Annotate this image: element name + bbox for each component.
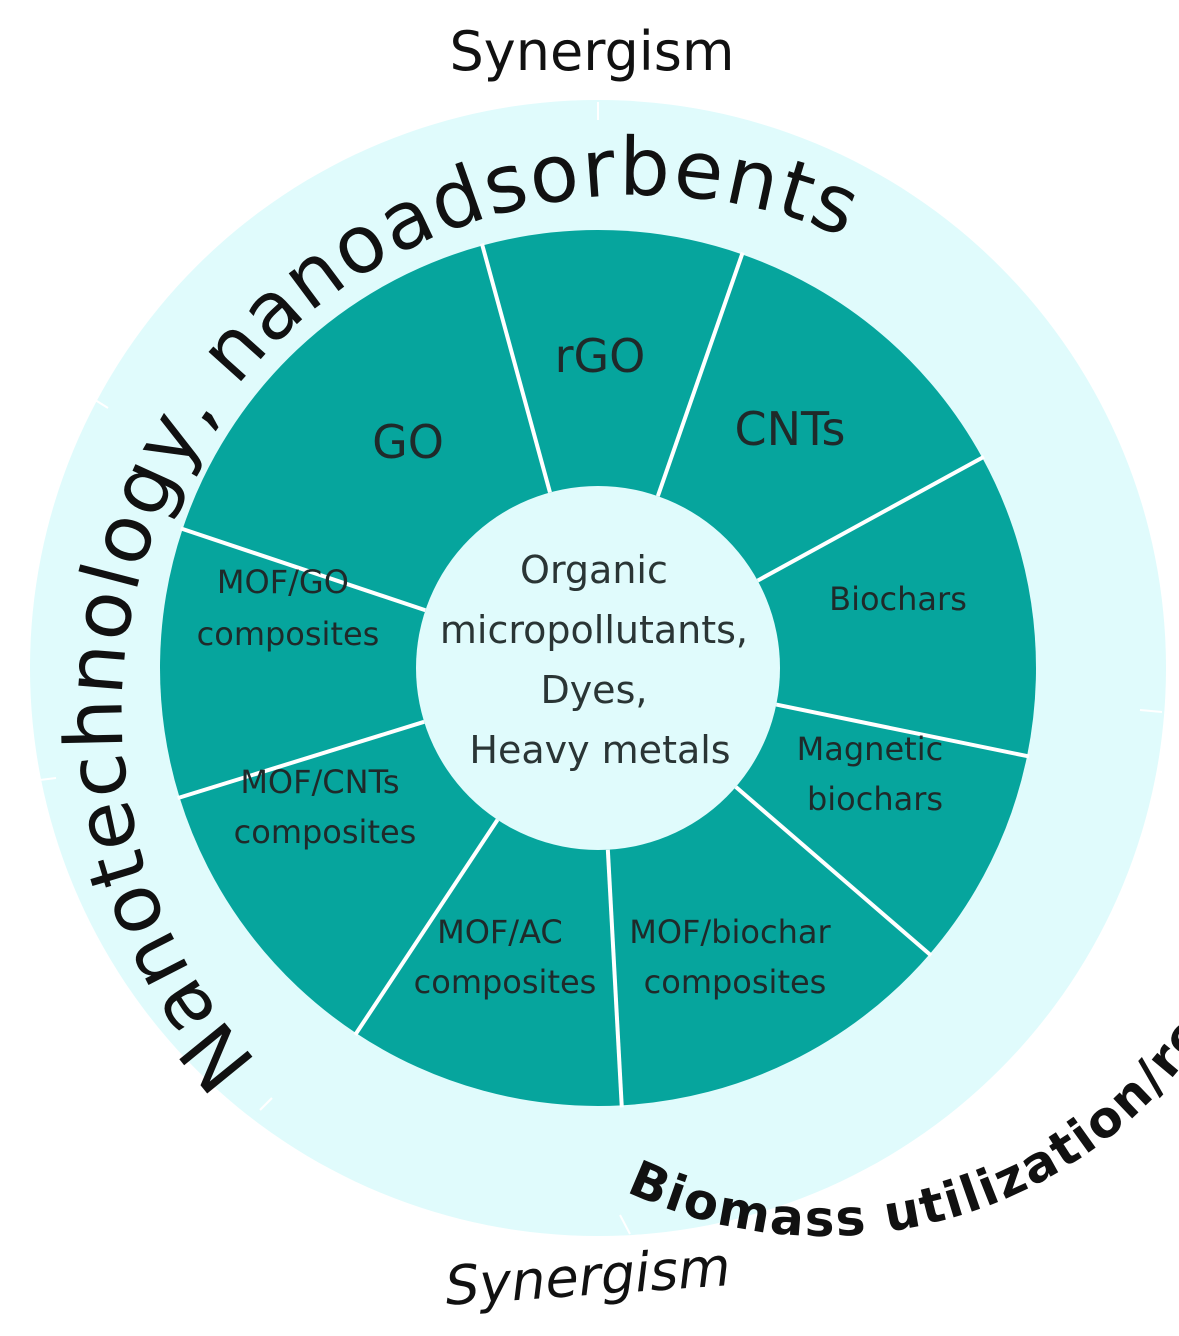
segment-divider [734,785,933,958]
segment-divider [180,526,427,613]
center-line-3: Dyes, [540,668,647,712]
segment-divider [756,454,985,583]
segment-label-cnts: CNTs [735,402,846,456]
top-synergism-label: Synergism [450,20,735,83]
segment-rgo [482,230,743,669]
center-line-4: Heavy metals [469,728,730,772]
segment-divider [655,251,745,497]
segment-divider [605,849,624,1108]
segment-divider [479,243,552,493]
bottom-synergism-label: Synergism [443,1235,733,1318]
segment-label-rgo: rGO [555,329,646,383]
segment-label-mof-ac: MOF/AC composites [414,913,597,1001]
center-circle [416,486,780,850]
center-label: Organic micropollutants, Dyes, Heavy met… [440,548,760,772]
center-line-1: Organic [520,548,668,592]
segment-divider [775,702,1030,759]
segment-label-magnetic-biochars: Magnetic biochars [797,730,954,818]
segment-label-go: GO [372,415,444,469]
segment-label-mof-biochar: MOF/biochar composites [629,913,841,1001]
segment-divider [353,818,500,1037]
segment-mof-go [160,529,598,798]
center-line-2: micropollutants, [440,608,748,652]
segment-label-mof-cnts: MOF/CNTs composites [234,763,417,851]
segment-dividers [177,243,1030,1108]
segment-label-biochars: Biochars [829,580,967,618]
outer-ring-dividers [39,102,1163,1235]
segment-label-mof-go: MOF/GO composites [197,563,380,653]
segment-divider [177,719,425,801]
